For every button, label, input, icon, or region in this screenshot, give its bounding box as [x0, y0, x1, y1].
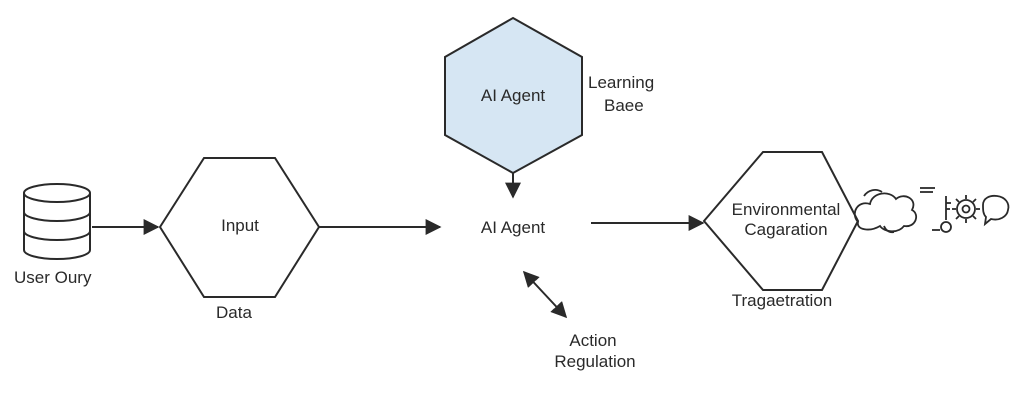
environment-label-line1: Environmental — [731, 200, 841, 219]
action-label-line1: Action — [569, 331, 617, 350]
environment-label-line2: Cagaration — [744, 220, 828, 239]
database-icon — [23, 183, 91, 260]
agent-top-label: AI Agent — [480, 86, 546, 105]
learning-base-line2: Baee — [604, 96, 644, 115]
environment-sublabel: Tragaetration — [731, 291, 833, 310]
gear-icon — [952, 195, 980, 223]
action-label-line2: Regulation — [554, 352, 636, 371]
input-label: Input — [221, 216, 259, 235]
arrow-agent-action-bidirectional — [522, 270, 568, 319]
learning-base-line1: Learning — [588, 73, 655, 92]
key-icon — [932, 196, 952, 233]
speech-bubble-icon — [982, 194, 1010, 227]
cloud-icon — [853, 187, 935, 234]
input-sublabel: Data — [216, 303, 252, 322]
database-label: User Oury — [14, 268, 92, 287]
agent-center-label: AI Agent — [480, 218, 546, 237]
